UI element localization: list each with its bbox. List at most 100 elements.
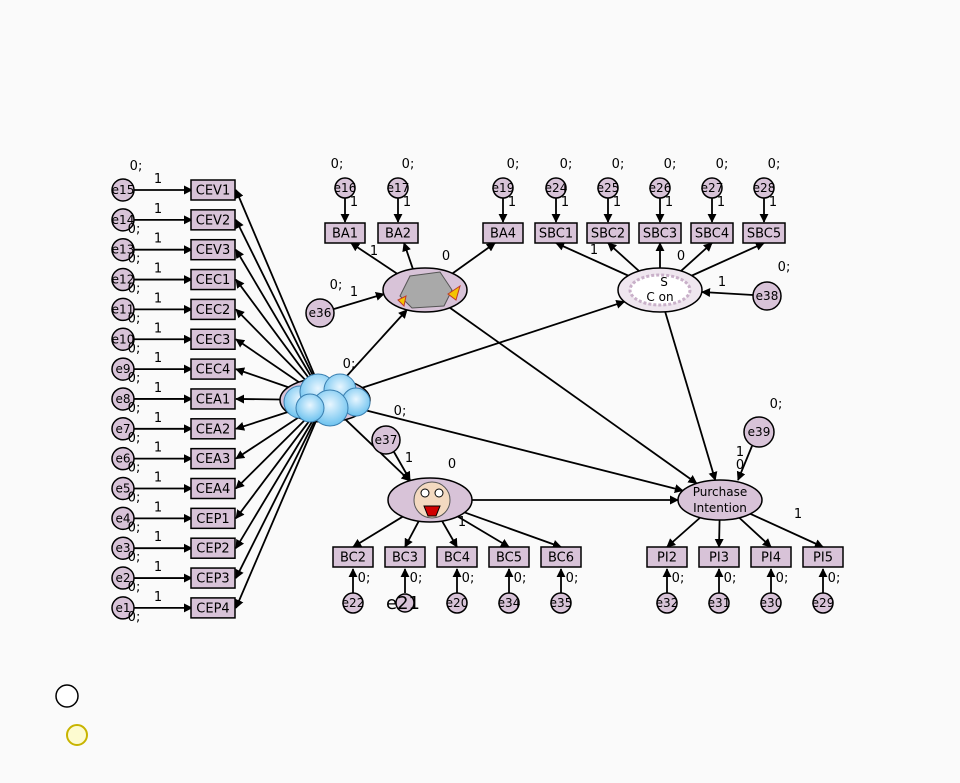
error-one-e24: 1: [561, 195, 569, 210]
loading-ce-CEC1: [235, 278, 311, 380]
indicator-BC5-rect: [488, 546, 530, 568]
indicator-CEC4-rect: [190, 358, 236, 380]
indicator-CEA4-rect: [190, 477, 236, 500]
error-e7-label: e7: [115, 422, 130, 436]
indicator-CEC3-rect: [190, 328, 236, 350]
path-label-CEV2: 1: [154, 202, 162, 217]
latent-ce: [279, 373, 371, 427]
error-e4-label: e4: [115, 511, 130, 525]
indicator-SBC5-label: SBC5: [747, 227, 781, 242]
loading-ce-CEA2: [235, 411, 288, 431]
error-label-e15: 0;: [130, 159, 143, 174]
latent-sbc-fragment-2: C on: [646, 290, 673, 304]
loading-ce-CEP3: [235, 420, 316, 579]
error-e16: e16: [334, 177, 357, 199]
path-label-CEP1: 1: [154, 500, 162, 515]
intercept-label-pi: 0: [736, 458, 744, 473]
disturbance-e37-label: e37: [375, 433, 398, 447]
radio-button-unselected[interactable]: [55, 684, 79, 708]
error-e4: e4: [111, 506, 135, 531]
error-label-e10: 0;: [128, 341, 141, 356]
error-e25-circle: [597, 177, 619, 199]
loading-bc-BC5: [457, 515, 510, 548]
indicator-BA1-rect: [324, 222, 366, 244]
error-label-e1: 0;: [128, 610, 141, 625]
indicator-BA2-label: BA2: [385, 227, 411, 242]
indicator-BC3: BC3: [384, 546, 426, 568]
path-label-BC4: 1: [458, 515, 466, 530]
error-e10-circle: [111, 327, 135, 351]
loading-bc-BC6: [464, 511, 562, 549]
indicator-BC6-rect: [540, 546, 582, 568]
error-e17-circle: [387, 177, 409, 199]
indicator-CEA3-label: CEA3: [196, 452, 230, 467]
error-label-e21: 0;: [410, 571, 423, 586]
face-mouth: [423, 505, 441, 517]
error-circle-e21: [395, 593, 415, 613]
path-label-CEV1: 1: [154, 172, 162, 187]
error-e24-label: e24: [545, 181, 568, 195]
error-e27-label: e27: [701, 181, 724, 195]
latent-sbc: SC on: [617, 267, 703, 313]
error-label-e30: 0;: [776, 571, 789, 586]
indicator-BA1: BA1: [324, 222, 366, 244]
error-label-e11: 0;: [128, 311, 141, 326]
indicator-CEV1: CEV1: [190, 179, 236, 201]
indicator-CEP4: CEP4: [190, 597, 236, 619]
latent-pi-label-line2: Intention: [693, 501, 747, 515]
indicator-SBC4-label: SBC4: [695, 227, 729, 242]
disturbance-label-sbc: 0;: [778, 260, 791, 275]
error-e5-circle: [111, 476, 135, 501]
error-e31: e31: [708, 592, 730, 614]
error-e19-label: e19: [492, 181, 515, 195]
error-e19-circle: [492, 177, 514, 199]
error-e28: e28: [753, 177, 775, 199]
loading-pi-PI5: [749, 513, 824, 548]
error-e35-label: e35: [550, 596, 573, 610]
error-e32-circle: [656, 592, 678, 614]
error-e11-circle: [111, 297, 135, 322]
indicator-SBC3-label: SBC3: [643, 227, 677, 242]
indicator-PI4-label: PI4: [761, 551, 781, 566]
error-e25-label: e25: [597, 181, 620, 195]
indicator-CEA1: CEA1: [190, 388, 236, 410]
error-label-e29: 0;: [828, 571, 841, 586]
intercept-label-BC: 0: [448, 457, 456, 472]
error-label-e32: 0;: [672, 571, 685, 586]
error-e22-label: e22: [342, 596, 365, 610]
loading-sbc-SBC5: [691, 242, 765, 277]
indicator-CEA2-rect: [190, 418, 236, 440]
error-label-e4: 0;: [128, 520, 141, 535]
face-eye-left: [420, 488, 430, 498]
error-e20: e20: [446, 592, 468, 614]
error-e24-circle: [545, 177, 567, 199]
indicator-SBC5: SBC5: [742, 222, 786, 244]
error-e16-label: e16: [334, 181, 357, 195]
error-label-e13: 0;: [128, 252, 141, 267]
indicator-SBC1-rect: [534, 222, 578, 244]
indicator-PI4-rect: [750, 546, 792, 568]
scared-face-icon: [413, 481, 451, 519]
error-label-e12: 0;: [128, 282, 141, 297]
path-label-CEA1: 1: [154, 381, 162, 396]
indicator-CEP1: CEP1: [190, 507, 236, 530]
latent-ba: [382, 267, 468, 313]
indicator-BC6-label: BC6: [548, 551, 574, 566]
indicator-CEC3: CEC3: [190, 328, 236, 350]
indicator-CEP3: CEP3: [190, 567, 236, 589]
latent-pi-ellipse: [677, 479, 763, 521]
indicator-PI2: PI2: [646, 546, 688, 568]
loading-bc-BC3: [404, 520, 420, 548]
indicator-CEC2-rect: [190, 298, 236, 321]
error-e29-label: e29: [812, 596, 835, 610]
error-e6-label: e6: [115, 452, 130, 466]
error-e17: e17: [387, 177, 409, 199]
indicator-CEV1-label: CEV1: [196, 184, 230, 199]
radio-button-selected[interactable]: [66, 724, 88, 746]
path-label-CEP3: 1: [154, 560, 162, 575]
indicator-CEP1-label: CEP1: [196, 512, 229, 527]
intercept-label-BA: 0: [442, 249, 450, 264]
error-e6-circle: [111, 446, 135, 471]
latent-sbc-fragment-1: S: [660, 275, 668, 289]
indicator-SBC3: SBC3: [638, 222, 682, 244]
